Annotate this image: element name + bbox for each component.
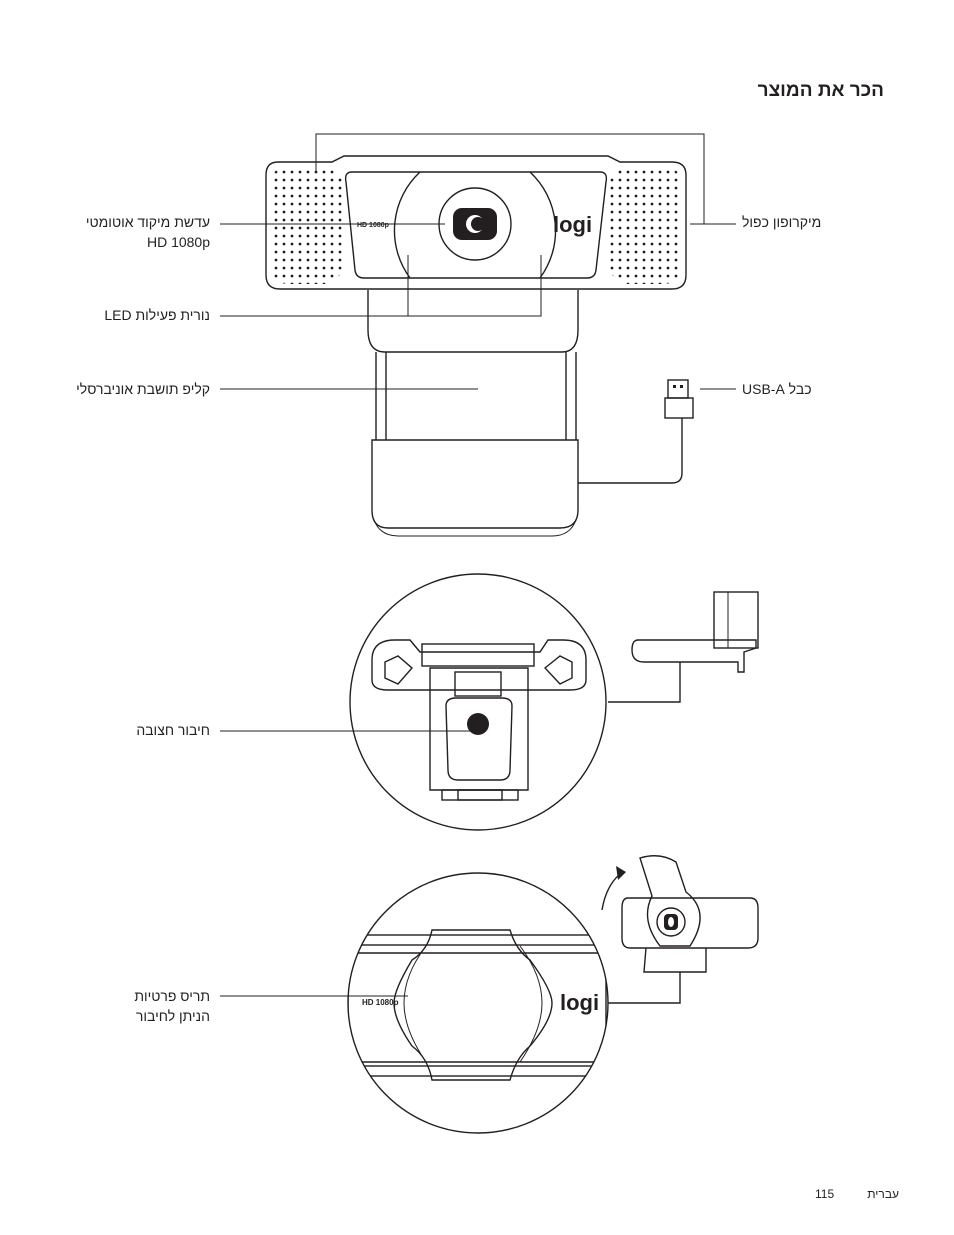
tripod-hole-icon [467, 713, 489, 735]
hd-text-shutter: HD 1080p [362, 998, 399, 1007]
logi-logo-shutter: logi [560, 990, 599, 1015]
logi-logo-front: logi [553, 212, 592, 237]
page-number: 115 [815, 1187, 835, 1201]
page-title: הכר את המוצר [757, 80, 884, 101]
label-tripod-mount: חיבור חצובה [136, 722, 210, 738]
label-privacy-shutter-line1: תריס פרטיות [134, 988, 210, 1004]
label-autofocus-lens-line2: HD 1080p [146, 234, 210, 250]
label-privacy-shutter: תריס פרטיות הניתן לחיבור [10, 986, 210, 1026]
label-usb-cable: כבל USB-A [742, 381, 812, 397]
footer-language: עברית [867, 1187, 899, 1201]
webcam-front-illustration: HD 1080p logi [220, 133, 736, 537]
label-privacy-shutter-line2: הניתן לחיבור [135, 1008, 210, 1024]
privacy-shutter-illustration: HD 1080p logi [220, 855, 759, 1134]
label-universal-clip: קליפ תושבת אוניברסלי [76, 381, 210, 397]
label-autofocus-lens-line1: עדשת מיקוד אוטומטי [85, 214, 210, 230]
hd-text-front: HD 1080p [357, 222, 389, 229]
tripod-mount-illustration [220, 573, 759, 831]
label-autofocus-lens: עדשת מיקוד אוטומטי HD 1080p [10, 212, 210, 252]
label-led-light: נורית פעילות LED [104, 307, 210, 323]
label-dual-microphone: מיקרופון כפול [742, 214, 822, 230]
